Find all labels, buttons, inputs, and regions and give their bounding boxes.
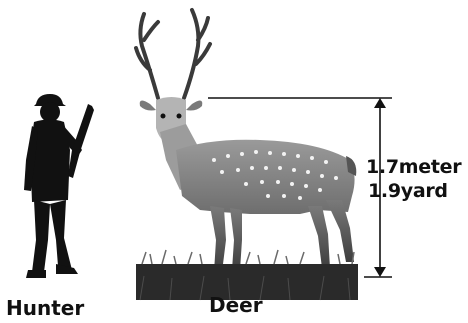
deer-label: Deer — [209, 293, 263, 317]
deer-illustration — [136, 10, 356, 272]
hunter-label: Hunter — [6, 296, 84, 320]
height-yard-label: 1.9yard — [368, 180, 448, 202]
hunter-silhouette-icon — [24, 94, 94, 278]
height-meter-label: 1.7meter — [366, 156, 461, 178]
